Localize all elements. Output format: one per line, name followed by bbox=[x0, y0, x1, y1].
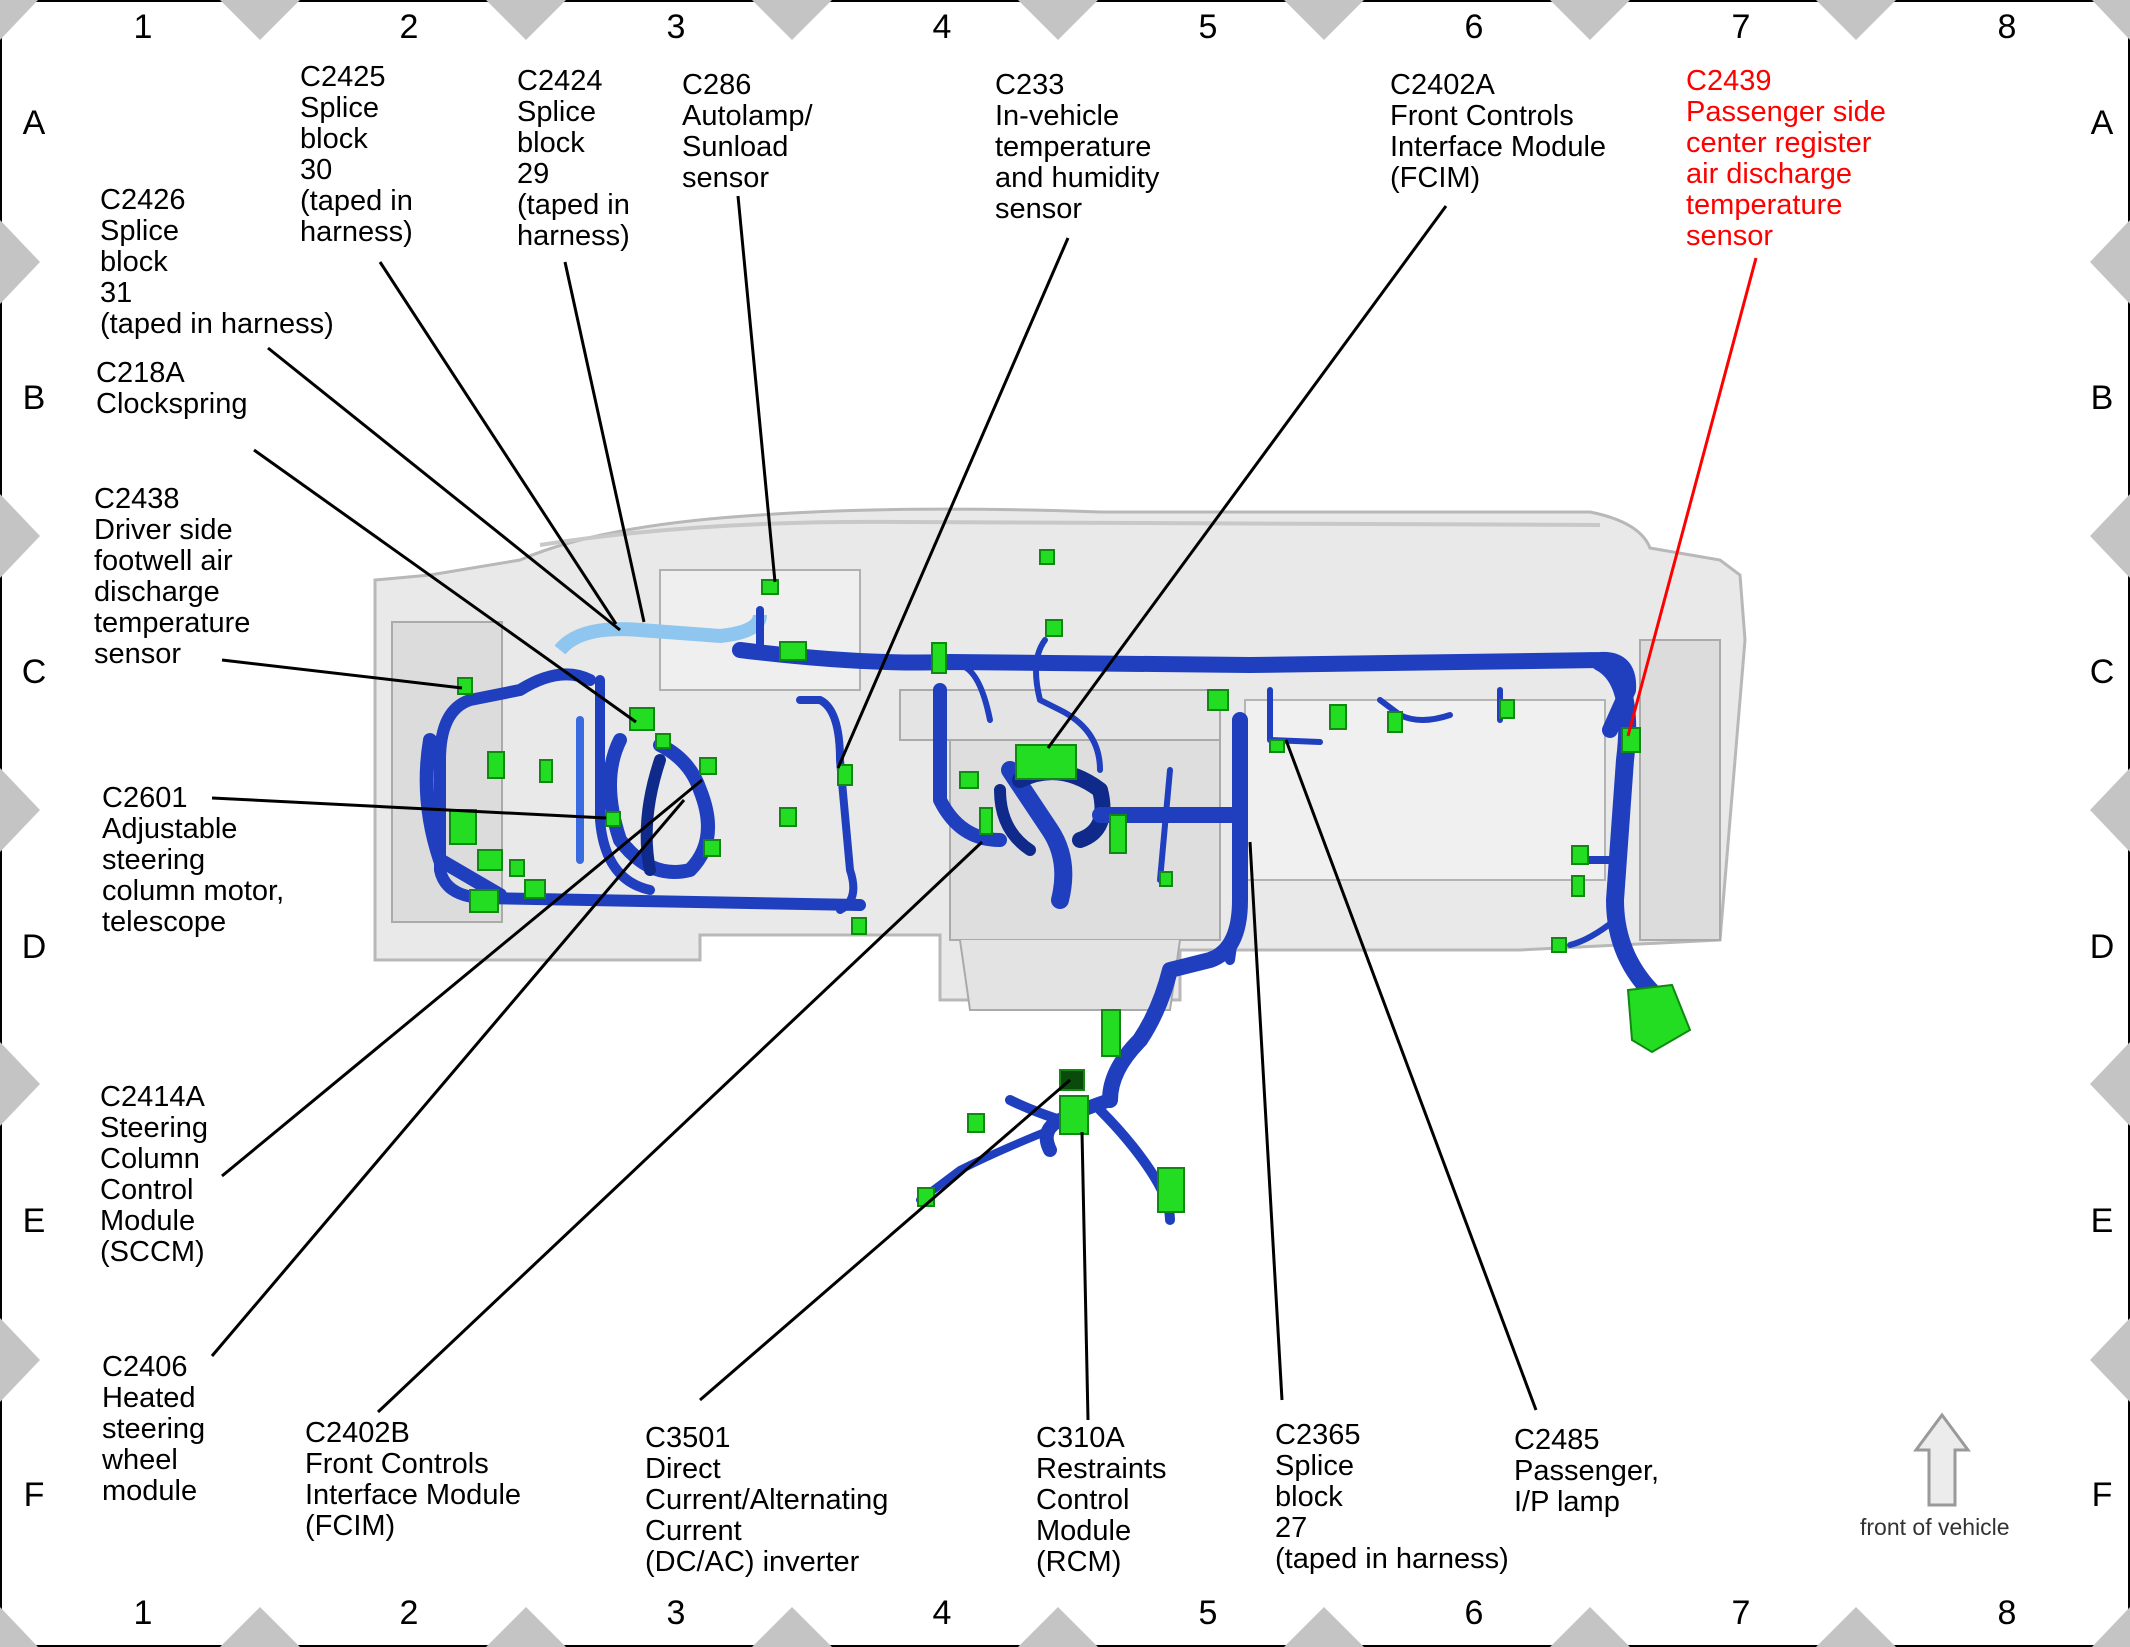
callout-c2365: C2365 Splice block 27 (taped in harness) bbox=[1275, 1419, 1509, 1575]
callout-c286: C286 Autolamp/ Sunload sensor bbox=[682, 69, 813, 194]
leader-lines bbox=[210, 195, 1538, 1421]
row-label-left: B bbox=[22, 379, 46, 417]
col-label-top: 3 bbox=[666, 8, 686, 46]
callout-c2402a: C2402A Front Controls Interface Module (… bbox=[1390, 69, 1607, 194]
callout-c218a: C218A Clockspring bbox=[96, 357, 248, 420]
col-label-top: 4 bbox=[932, 8, 952, 46]
front-of-vehicle-label: front of vehicle bbox=[1860, 1514, 2010, 1540]
col-label-bottom: 2 bbox=[399, 1594, 419, 1632]
callout-c310a: C310A Restraints Control Module (RCM) bbox=[1036, 1422, 1167, 1578]
row-label-right: B bbox=[2090, 379, 2114, 417]
wire-harness bbox=[419, 606, 1669, 1225]
col-label-bottom: 1 bbox=[133, 1594, 153, 1632]
callout-c2425: C2425 Splice block 30 (taped in harness) bbox=[300, 61, 413, 248]
col-label-bottom: 7 bbox=[1731, 1594, 1751, 1632]
col-label-top: 2 bbox=[399, 8, 419, 46]
row-label-right: A bbox=[2090, 104, 2114, 142]
col-label-top: 8 bbox=[1997, 8, 2017, 46]
callout-c3501: C3501 Direct Current/Alternating Current… bbox=[645, 1422, 889, 1578]
row-label-right: D bbox=[2089, 928, 2115, 966]
row-label-left: F bbox=[23, 1476, 45, 1514]
row-label-left: E bbox=[22, 1202, 46, 1240]
row-label-right: C bbox=[2089, 653, 2115, 691]
col-label-top: 5 bbox=[1198, 8, 1218, 46]
col-label-top: 6 bbox=[1464, 8, 1484, 46]
callout-c2485: C2485 Passenger, I/P lamp bbox=[1514, 1424, 1660, 1518]
col-label-bottom: 4 bbox=[932, 1594, 952, 1632]
callout-c2426: C2426 Splice block 31 (taped in harness) bbox=[100, 184, 334, 340]
row-label-left: C bbox=[21, 653, 47, 691]
callout-c2439: C2439 Passenger side center register air… bbox=[1686, 65, 1886, 252]
col-label-top: 7 bbox=[1731, 8, 1751, 46]
callout-c2424: C2424 Splice block 29 (taped in harness) bbox=[517, 65, 630, 252]
row-label-left: A bbox=[22, 104, 46, 142]
callout-c233: C233 In-vehicle temperature and humidity… bbox=[995, 69, 1160, 225]
callout-c2438: C2438 Driver side footwell air discharge… bbox=[94, 483, 251, 670]
col-label-bottom: 6 bbox=[1464, 1594, 1484, 1632]
highlight-leader-line bbox=[1626, 257, 1758, 737]
row-label-right: E bbox=[2090, 1202, 2114, 1240]
row-label-left: D bbox=[21, 928, 47, 966]
callout-c2406: C2406 Heated steering wheel module bbox=[102, 1351, 206, 1507]
callout-c2402b: C2402B Front Controls Interface Module (… bbox=[305, 1417, 522, 1542]
col-label-bottom: 5 bbox=[1198, 1594, 1218, 1632]
callout-c2414a: C2414A Steering Column Control Module (S… bbox=[100, 1081, 209, 1268]
col-label-bottom: 3 bbox=[666, 1594, 686, 1632]
col-label-top: 1 bbox=[133, 8, 153, 46]
row-label-right: F bbox=[2091, 1476, 2113, 1514]
front-arrow-icon bbox=[1913, 1412, 1971, 1507]
col-label-bottom: 8 bbox=[1997, 1594, 2017, 1632]
callout-c2601: C2601 Adjustable steering column motor, … bbox=[102, 782, 285, 938]
